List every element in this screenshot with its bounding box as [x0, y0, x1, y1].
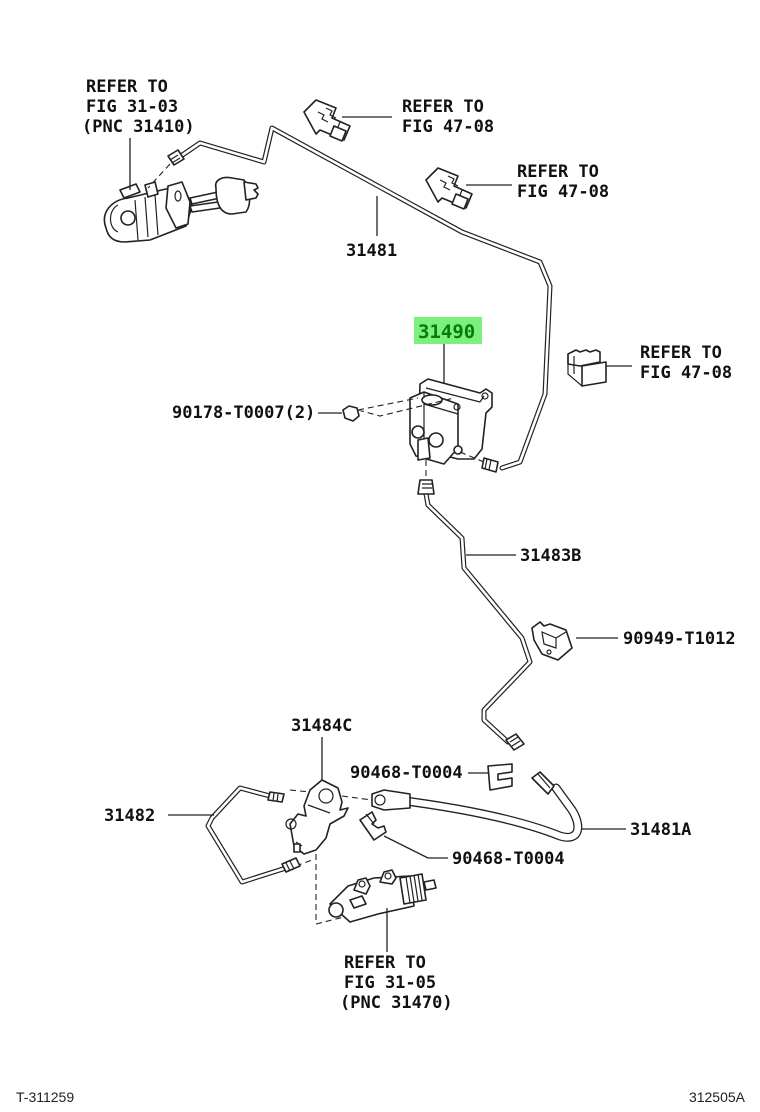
part-number-31483B: 31483B	[520, 546, 581, 566]
clamp-2-callout[interactable]: REFER TO FIG 47-08	[466, 162, 609, 202]
clamp-1-callout[interactable]: REFER TO FIG 47-08	[342, 97, 494, 137]
part-number-31481: 31481	[346, 241, 397, 261]
callout-line-1: REFER TO	[344, 953, 426, 973]
tube-31481-callout[interactable]: 31481	[346, 196, 397, 261]
tube-31483B-top-fitting	[417, 479, 435, 495]
clutch-accumulator[interactable]	[409, 378, 493, 465]
callout-line-1: REFER TO	[640, 343, 722, 363]
tube-31483B-bottom-fitting	[505, 733, 525, 751]
part-number-90468-upper: 90468-T0004	[350, 763, 463, 783]
illustration-code-right: 312505A	[689, 1089, 746, 1105]
flex-hose-31481A-callout[interactable]: 31481A	[582, 820, 691, 840]
master-cylinder-dash	[147, 163, 171, 189]
tube-31481[interactable]	[175, 125, 553, 471]
tube-31482-callout[interactable]: 31482	[104, 806, 214, 826]
bolt-dash	[357, 397, 455, 417]
bracket-31484C-callout[interactable]: 31484C	[291, 716, 352, 782]
callout-line-2: FIG 31-03	[86, 97, 178, 117]
release-cylinder-callout[interactable]: REFER TO FIG 31-05 (PNC 31470)	[340, 908, 453, 1013]
clutch-master-cylinder[interactable]	[103, 149, 259, 243]
clip-upper-90468-callout[interactable]: 90468-T0004	[350, 763, 488, 783]
callout-line-1: REFER TO	[86, 77, 168, 97]
callout-line-1: REFER TO	[517, 162, 599, 182]
flex-hose-31481A[interactable]	[371, 771, 583, 842]
clutch-bracket[interactable]	[285, 779, 349, 855]
tube-31483B[interactable]	[423, 491, 533, 745]
bracket-dash	[289, 789, 373, 801]
clamp-1[interactable]	[303, 99, 351, 142]
part-number-31482: 31482	[104, 806, 155, 826]
clamp-2[interactable]	[425, 167, 473, 210]
accumulator-dash-right	[459, 451, 485, 463]
tube-fitting-right	[481, 457, 499, 473]
callout-line-2: FIG 47-08	[640, 363, 732, 383]
clamp-3[interactable]	[567, 349, 607, 387]
callout-line-3: (PNC 31410)	[82, 117, 195, 137]
accumulator-31490-callout[interactable]: 31490	[414, 317, 482, 383]
illustration-code-left: T-311259	[16, 1089, 74, 1105]
clamp-90949-T1012[interactable]	[531, 621, 573, 661]
clip-lower-90468-callout[interactable]: 90468-T0004	[383, 835, 565, 869]
master-cylinder-callout[interactable]: REFER TO FIG 31-03 (PNC 31410)	[82, 77, 195, 190]
clutch-release-cylinder[interactable]	[328, 869, 437, 923]
clamp-90949-callout[interactable]: 90949-T1012	[576, 629, 736, 649]
part-number-31484C: 31484C	[291, 716, 352, 736]
bolt-90178-callout[interactable]: 90178-T0007(2)	[172, 403, 342, 423]
part-number-31481A: 31481A	[630, 820, 691, 840]
clip-lower-90468-T0004[interactable]	[359, 811, 387, 841]
part-number-90178: 90178-T0007(2)	[172, 403, 315, 423]
part-number-90468-lower: 90468-T0004	[452, 849, 565, 869]
clamp-3-callout[interactable]: REFER TO FIG 47-08	[606, 343, 732, 383]
tube-31482[interactable]	[205, 785, 289, 885]
callout-line-3: (PNC 31470)	[340, 993, 453, 1013]
callout-line-1: REFER TO	[402, 97, 484, 117]
part-number-31490: 31490	[418, 321, 475, 343]
callout-line-2: FIG 47-08	[517, 182, 609, 202]
tube-31482-fitting-bottom	[281, 857, 301, 873]
part-number-90949: 90949-T1012	[623, 629, 736, 649]
highlight-box	[414, 317, 482, 344]
tube-31483B-callout[interactable]: 31483B	[466, 546, 581, 566]
callout-line-2: FIG 31-05	[344, 973, 436, 993]
clip-upper-90468-T0004[interactable]	[487, 763, 513, 791]
bolt-90178-T0007[interactable]	[342, 405, 360, 422]
tube-31482-fitting-top	[267, 791, 285, 803]
callout-line-2: FIG 47-08	[402, 117, 494, 137]
